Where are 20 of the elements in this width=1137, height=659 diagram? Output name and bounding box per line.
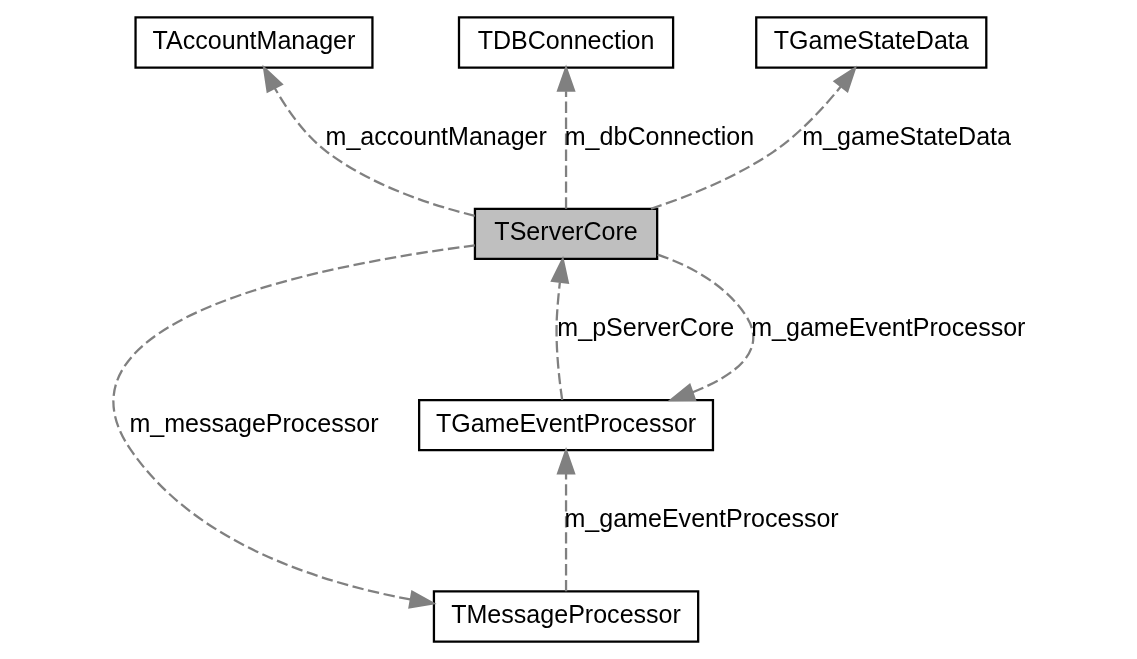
edge-label: m_gameStateData (802, 121, 1011, 150)
node-box: TDBConnection (457, 16, 675, 69)
edge-label: m_gameEventProcessor (564, 504, 839, 533)
node-box: TAccountManager (134, 16, 374, 69)
arrow (113, 244, 475, 609)
node-box: TGameEventProcessor (418, 398, 715, 452)
arrow (550, 255, 570, 401)
edge-label: m_accountManager (325, 121, 547, 150)
node-box: TGameStateData (755, 16, 988, 69)
arrow (657, 253, 755, 402)
node-box: TServerCore (473, 207, 659, 261)
arrow (556, 447, 576, 592)
arrow (262, 64, 476, 217)
arrow (650, 65, 858, 210)
edge-label: m_dbConnection (564, 121, 755, 150)
edge-label: m_pServerCore (557, 312, 735, 341)
arrow (556, 64, 576, 209)
edge-label: m_gameEventProcessor (751, 312, 1026, 341)
node-box: TMessageProcessor (432, 590, 700, 643)
edge-label: m_messageProcessor (129, 408, 379, 437)
